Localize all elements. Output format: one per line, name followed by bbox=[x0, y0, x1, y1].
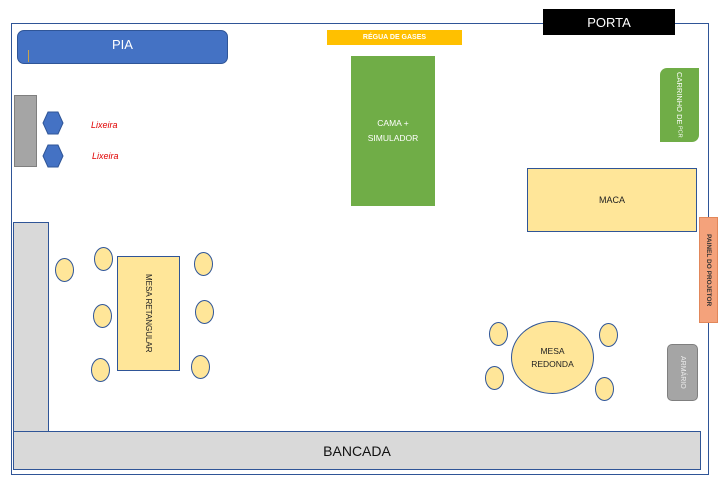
lixeira-1-label: Lixeira bbox=[91, 120, 118, 130]
chair bbox=[599, 323, 618, 347]
regua-label: RÉGUA DE GASES bbox=[362, 34, 427, 41]
cama-label-line2: SIMULADOR bbox=[367, 133, 419, 143]
chair bbox=[485, 366, 504, 390]
chair bbox=[91, 358, 110, 382]
regua-de-gases: RÉGUA DE GASES bbox=[327, 30, 462, 45]
chair bbox=[595, 377, 614, 401]
bancada-counter: BANCADA bbox=[13, 431, 701, 470]
pia-marker bbox=[28, 50, 29, 62]
painel-projetor: PAINEL DO PROJETOR bbox=[699, 217, 718, 323]
chair bbox=[191, 355, 210, 379]
chair bbox=[195, 300, 214, 324]
chair bbox=[55, 258, 74, 282]
mesa-retangular: MESA RETANGULAR bbox=[117, 256, 180, 371]
chair bbox=[94, 247, 113, 271]
maca-label: MACA bbox=[598, 195, 625, 205]
armario-label: ARMÁRIO bbox=[679, 356, 686, 389]
cama-label-line1: CAMA + bbox=[377, 118, 409, 128]
mesa-redonda-label-line1: MESA bbox=[540, 345, 565, 356]
mesa-retangular-label: MESA RETANGULAR bbox=[144, 274, 153, 353]
porta-door: PORTA bbox=[543, 9, 675, 35]
painel-label: PAINEL DO PROJETOR bbox=[705, 233, 712, 307]
bancada-label: BANCADA bbox=[323, 442, 391, 459]
armario-cabinet: ARMÁRIO bbox=[667, 344, 698, 401]
maca-stretcher: MACA bbox=[527, 168, 697, 232]
carrinho-sub-label: PCR bbox=[676, 126, 683, 139]
chair bbox=[194, 252, 213, 276]
chair bbox=[93, 304, 112, 328]
pia-sink: PIA bbox=[17, 30, 228, 64]
wall-cabinet bbox=[14, 95, 37, 167]
lixeira-1-icon bbox=[42, 111, 64, 135]
lixeira-2-icon bbox=[42, 144, 64, 168]
pia-label: PIA bbox=[112, 36, 133, 52]
porta-label: PORTA bbox=[587, 14, 631, 30]
bancada-lateral bbox=[13, 222, 49, 432]
cama-simulador: CAMA + SIMULADOR bbox=[351, 56, 435, 206]
carrinho-label: CARRINHO DE bbox=[675, 71, 684, 125]
carrinho-pcr: CARRINHO DE PCR bbox=[660, 68, 699, 142]
mesa-redonda-label-line2: REDONDA bbox=[531, 358, 574, 369]
chair bbox=[489, 322, 508, 346]
mesa-redonda: MESA REDONDA bbox=[511, 321, 594, 394]
lixeira-2-label: Lixeira bbox=[92, 151, 119, 161]
